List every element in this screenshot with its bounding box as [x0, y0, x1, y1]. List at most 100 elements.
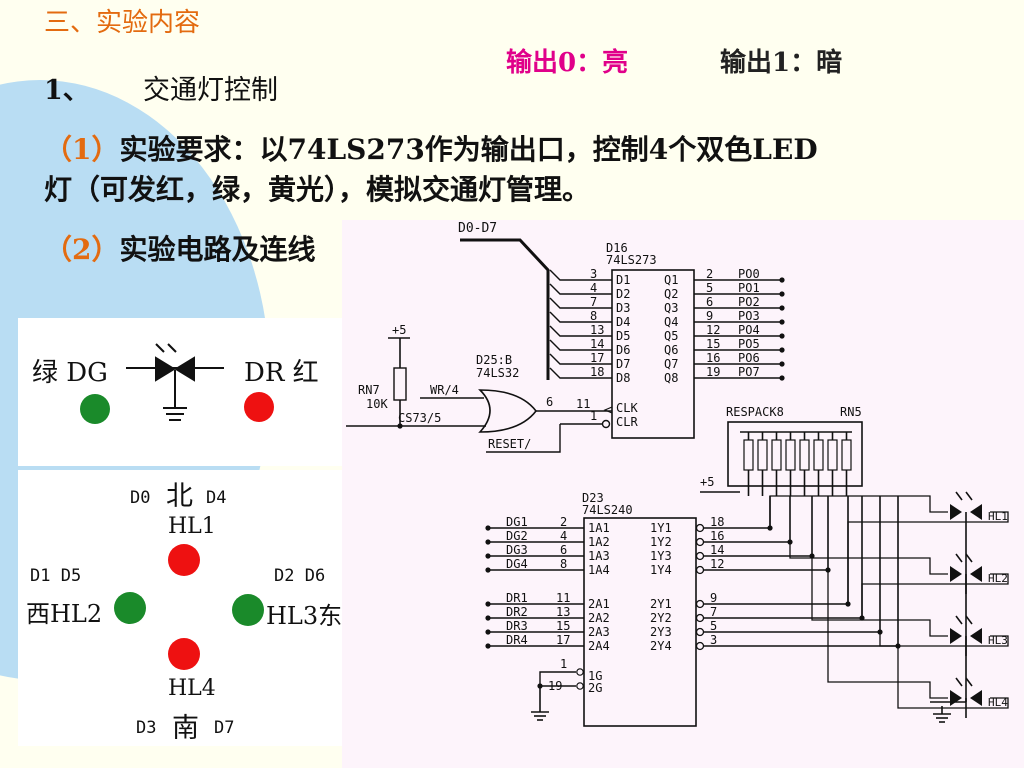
clr-label: CLR: [616, 415, 638, 429]
y2-name: 2Y1: [650, 597, 672, 611]
y1-pin: 16: [710, 529, 724, 543]
dg-input: DG3: [506, 543, 528, 557]
dr-input: DR1: [506, 591, 528, 605]
south-left-pin: D3: [136, 718, 157, 738]
hl1-label: HL1: [168, 514, 216, 539]
section-title: 三、实验内容: [44, 8, 201, 38]
port-label: PO5: [738, 337, 760, 351]
port-terminal: [779, 375, 785, 381]
inv-bubble: [695, 613, 705, 623]
dr-input: DR3: [506, 619, 528, 633]
circuit-heading: （2）实验电路及连线: [44, 228, 316, 268]
y2-name: 2Y4: [650, 639, 672, 653]
a1-name: 1A4: [588, 563, 610, 577]
east-pins: D2 D6: [274, 566, 326, 586]
led-diode: [950, 566, 962, 582]
d16-out-pin: 5: [706, 281, 713, 295]
circuit-prefix: （2）: [44, 233, 120, 266]
hl3-label: HL3: [266, 602, 319, 630]
hl2-led: [114, 592, 146, 624]
dg-pin: 4: [560, 529, 567, 543]
led-ray: [955, 615, 963, 625]
requirement-line1: （1）实验要求：以74LS273作为输出口，控制4个双色LED: [44, 128, 818, 168]
led-ray: [965, 491, 973, 501]
port-label: PO6: [738, 351, 760, 365]
port-label: PO4: [738, 323, 760, 337]
led-green-wire: [811, 556, 948, 637]
circuit-text: 实验电路及连线: [119, 233, 316, 266]
output0-label: 输出0：亮: [506, 48, 629, 78]
dg-terminal: [485, 525, 491, 531]
inv-bubble: [695, 565, 705, 575]
d23-chip: [583, 517, 697, 727]
bus-entry: [549, 269, 612, 281]
dg-terminal: [485, 567, 491, 573]
inv-bubble: [695, 551, 705, 561]
a2-name: 2A1: [588, 597, 610, 611]
hl4-led: [168, 638, 200, 670]
bus-entry: [549, 311, 612, 323]
dr-terminal: [485, 615, 491, 621]
y2-pin: 5: [710, 619, 717, 633]
inv-bubble: [695, 537, 705, 547]
y1-pin: 14: [710, 543, 724, 557]
item-title: 交通灯控制: [142, 75, 278, 106]
rn5-label: RN5: [840, 405, 862, 419]
y1-name: 1Y1: [650, 521, 672, 535]
inv-bubble: [695, 627, 705, 637]
port-terminal: [779, 291, 785, 297]
red-label: DR 红: [244, 358, 319, 388]
d16-out-pin: 16: [706, 351, 720, 365]
green-led-dot: [80, 394, 110, 424]
inv-bubble: [695, 599, 705, 609]
port-label: PO0: [738, 267, 760, 281]
north-right-pin: D4: [206, 488, 227, 508]
dr-pin: 17: [556, 633, 570, 647]
port-terminal: [779, 319, 785, 325]
d16-in-pin: 14: [590, 337, 604, 351]
gate-part: 74LS32: [476, 366, 519, 380]
a2-name: 2A4: [588, 639, 610, 653]
or-gate: [478, 389, 538, 433]
g2-name: 2G: [588, 681, 602, 695]
led-label: HL1: [988, 510, 1008, 523]
d16-out-name: Q1: [664, 273, 678, 287]
d16-out-name: Q4: [664, 315, 678, 329]
d16-in-name: D2: [616, 287, 630, 301]
inv-bubble: [695, 523, 705, 533]
led-diode: [950, 628, 962, 644]
item-number: 1、: [44, 75, 90, 106]
d16-in-pin: 4: [590, 281, 597, 295]
d16-out-name: Q8: [664, 371, 678, 385]
rn7-value: 10K: [366, 397, 388, 411]
hl4-label: HL4: [168, 676, 216, 701]
dr-input: DR4: [506, 633, 528, 647]
green-label: 绿 DG: [32, 358, 108, 388]
red-led-dot: [244, 392, 274, 422]
y1-name: 1Y2: [650, 535, 672, 549]
reset-label: RESET/: [488, 437, 531, 451]
output1-label: 输出1：暗: [720, 48, 843, 78]
hl1-led: [168, 544, 200, 576]
port-terminal: [779, 277, 785, 283]
port-label: PO7: [738, 365, 760, 379]
bus-entry: [549, 367, 612, 379]
west-pins: D1 D5: [30, 566, 82, 586]
requirement-line2: 灯（可发红，绿，黄光），模拟交通灯管理。: [44, 173, 591, 206]
dr-terminal: [485, 643, 491, 649]
d16-in-pin: 7: [590, 295, 597, 309]
dr-terminal: [485, 629, 491, 635]
g1-pin: 1: [560, 657, 567, 671]
d16-in-pin: 13: [590, 323, 604, 337]
y2-name: 2Y3: [650, 625, 672, 639]
led-green-wire: [769, 495, 948, 528]
item-heading: 1、 交通灯控制: [44, 68, 278, 107]
led-diode: [970, 504, 982, 520]
y1-name: 1Y4: [650, 563, 672, 577]
clr-bubble: [601, 419, 611, 429]
dg-pin: 2: [560, 515, 567, 529]
req-text: 实验要求：以74LS273作为输出口，控制4个双色LED: [119, 133, 818, 166]
led-red-wire: [861, 573, 1009, 618]
traffic-layout-panel: D0 北 D4 HL1 D1 D5 西HL2 D2 D6 HL3东 HL4 D3…: [18, 470, 350, 746]
